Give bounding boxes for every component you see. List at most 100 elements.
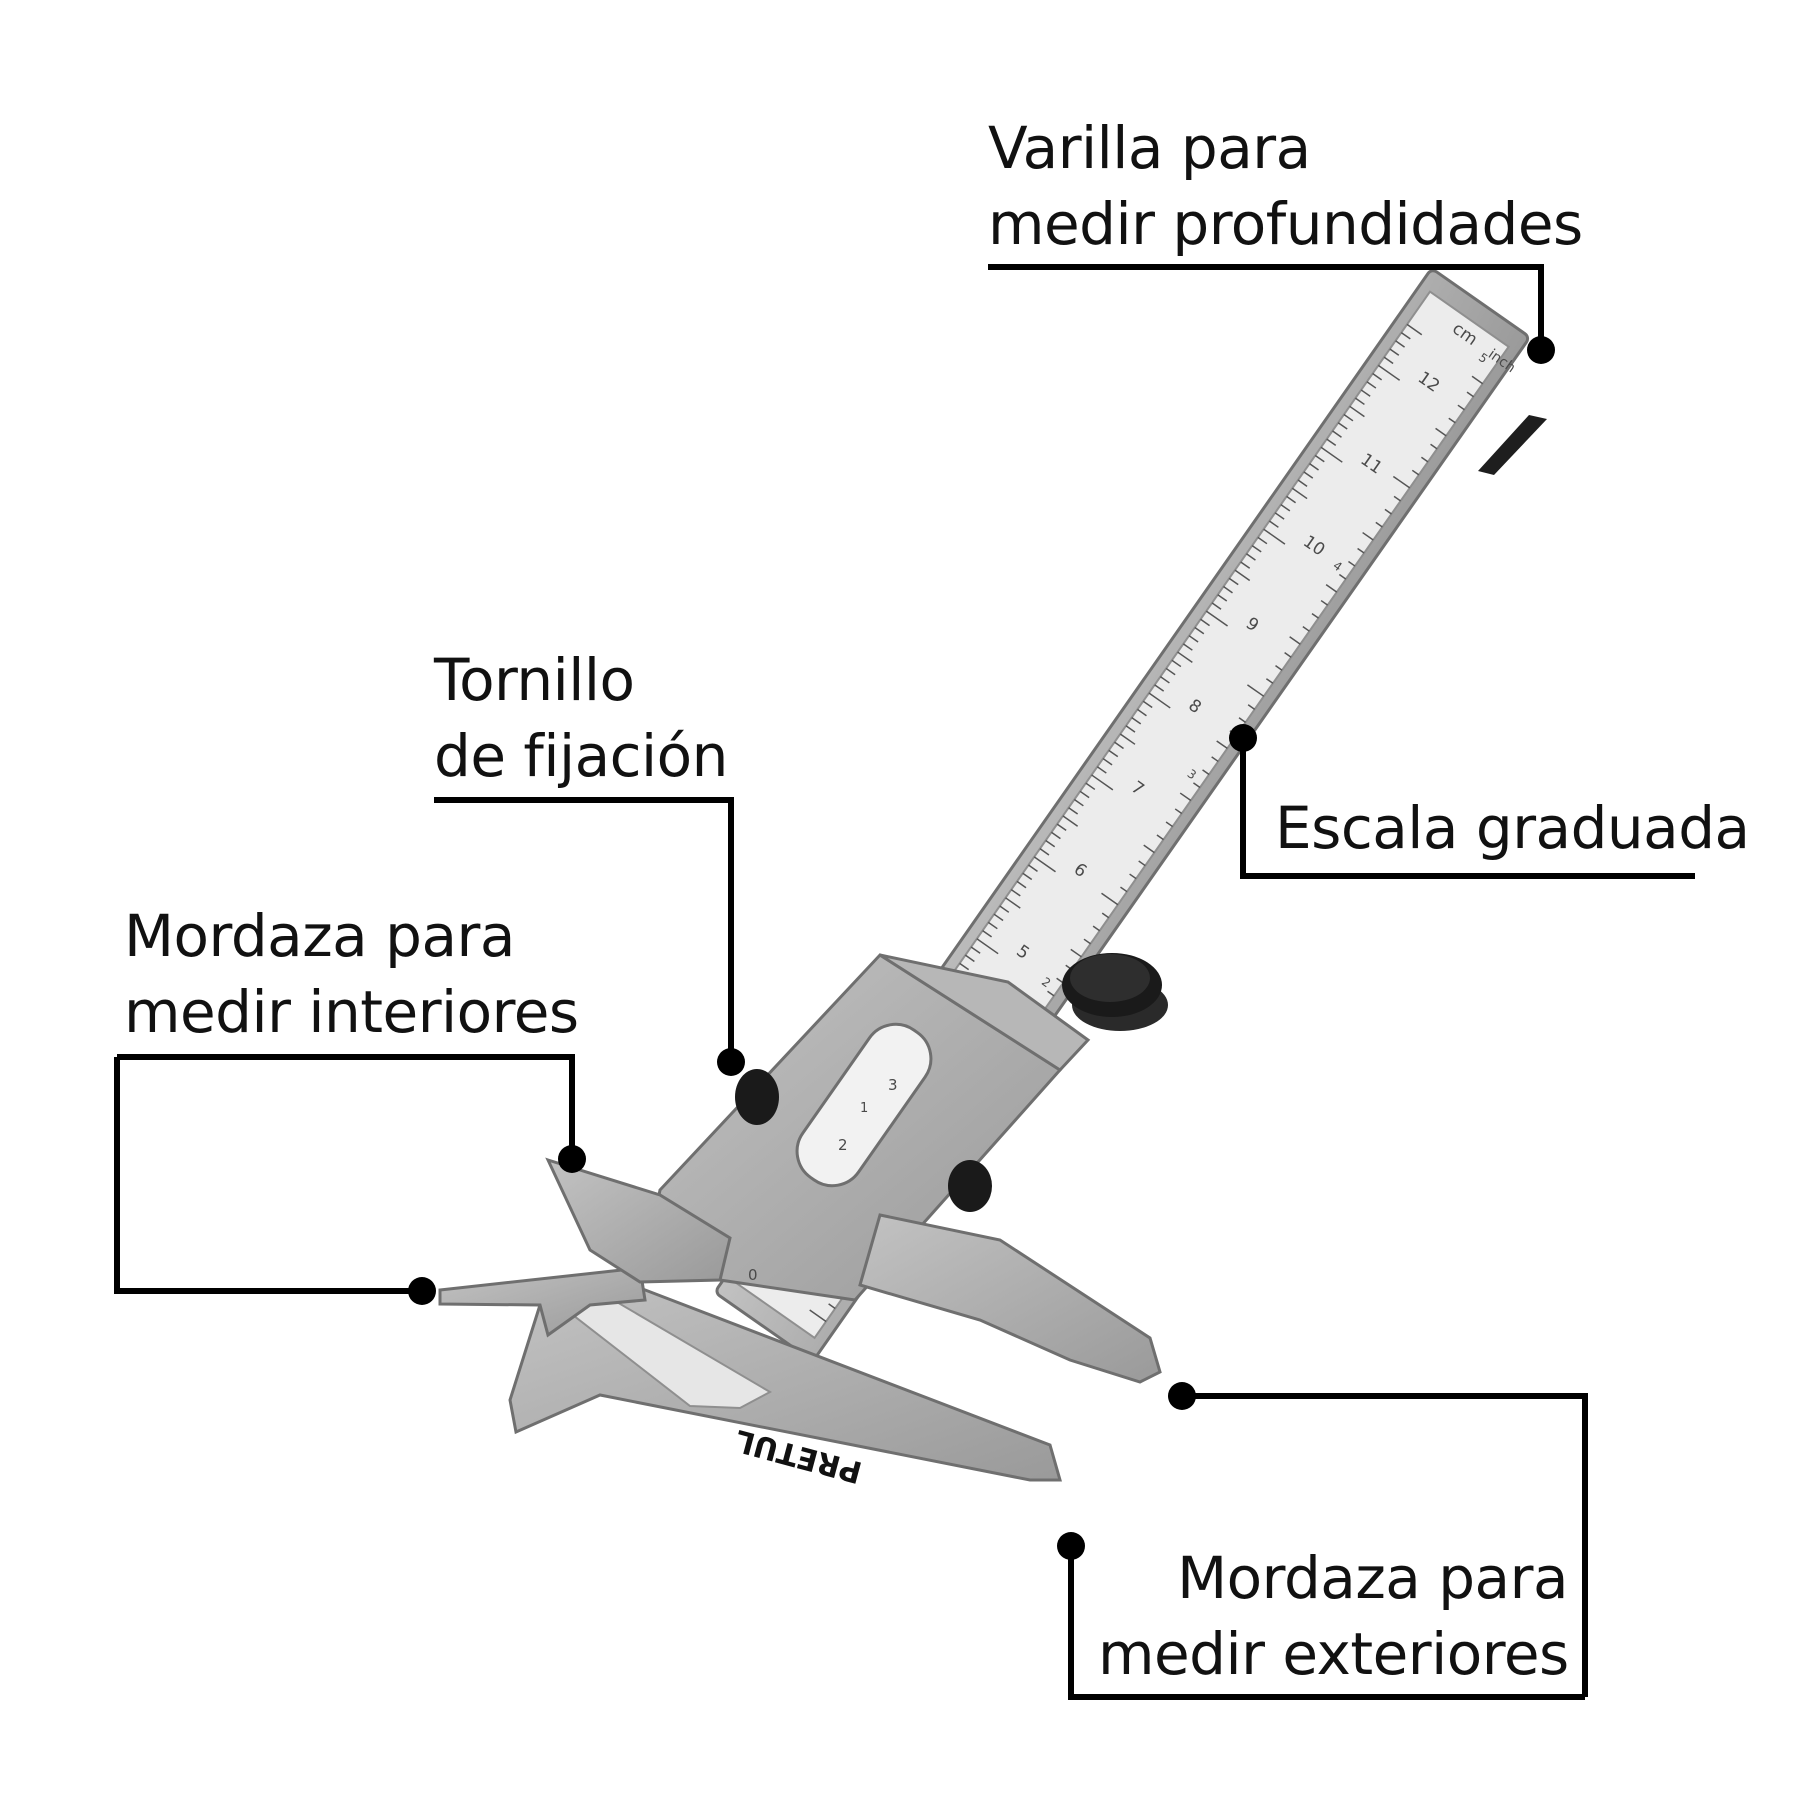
inch-tick (1092, 925, 1101, 932)
cm-tick (970, 946, 981, 954)
cm-tick (1142, 700, 1153, 709)
locking-screw-knob (735, 1069, 992, 1212)
cm-tick (1131, 716, 1142, 725)
cm-tick (1205, 610, 1229, 627)
cm-tick (1182, 643, 1193, 651)
cm-tick (1091, 774, 1114, 791)
cm-tick (1056, 823, 1067, 832)
inch-tick (1238, 717, 1247, 723)
inch-tick (1192, 782, 1201, 789)
inch-tick (1411, 469, 1420, 476)
dot-scale (1229, 724, 1257, 752)
cm-tick (1171, 659, 1182, 668)
inch-tick (1435, 427, 1447, 437)
label-outside-jaws: Mordaza para medir exteriores (1098, 1540, 1569, 1692)
inch-tick (1138, 860, 1146, 867)
inch-tick (1156, 834, 1164, 841)
inch-tick (1284, 652, 1292, 658)
inch-tick (1129, 873, 1137, 880)
inch-tick (1325, 584, 1338, 593)
inch-tick (1216, 740, 1228, 750)
leader-inside-jaws-lower (114, 1057, 422, 1294)
label-inside-jaws-line2: medir interiores (124, 978, 579, 1046)
inch-tick (1211, 756, 1219, 763)
cm-tick (1125, 725, 1136, 733)
cm-tick (1332, 430, 1342, 438)
leader-locking-screw (434, 797, 734, 1062)
inch-tick (1246, 684, 1265, 697)
inch-tick (1448, 417, 1456, 424)
inch-tick (1179, 792, 1192, 802)
dot-depth-rod (1527, 336, 1555, 364)
inch-tick (1362, 531, 1374, 541)
vernier-num-1: 1 (860, 1101, 868, 1116)
cm-tick (1360, 389, 1371, 397)
cm-tick (964, 954, 975, 963)
cm-tick (1303, 471, 1314, 479)
inch-tick (1289, 636, 1301, 645)
cm-tick (1383, 356, 1394, 365)
inch-tick (1311, 612, 1319, 619)
cm-tick (982, 929, 993, 938)
cm-tick (1119, 733, 1136, 745)
cm-tick (1263, 528, 1286, 545)
inch-tick (1457, 404, 1465, 411)
cm-tick (1314, 454, 1325, 463)
inch-tick (1320, 599, 1329, 606)
inch-tick (1348, 560, 1356, 567)
inch-tick (1247, 704, 1256, 710)
sliding-head: 0 1 2 3 (545, 953, 1162, 1384)
cm-tick (1274, 512, 1285, 520)
inch-tick (1143, 844, 1155, 854)
cm-tick (1194, 626, 1205, 635)
leader-depth-rod (988, 264, 1544, 350)
leader-dots (408, 336, 1555, 1560)
cm-tick (1286, 495, 1297, 504)
cm-tick (999, 905, 1010, 913)
label-locking-screw-line2: de fijación (434, 722, 728, 790)
cm-tick (1159, 676, 1170, 684)
label-outside-jaws-line2: medir exteriores (1098, 1620, 1569, 1688)
cm-tick (1154, 684, 1165, 692)
cm-tick (1039, 848, 1050, 856)
cm-tick (1188, 635, 1199, 643)
label-scale-line1: Escala graduada (1275, 794, 1750, 862)
inch-tick (1174, 808, 1183, 815)
inch-tick (1101, 892, 1119, 906)
cm-tick (1148, 692, 1171, 709)
leader-outside-jaws-fixed (1068, 1546, 1585, 1700)
inch-tick (1420, 456, 1429, 463)
cm-tick (1337, 422, 1348, 430)
cm-tick (1406, 323, 1423, 336)
cm-tick (1022, 872, 1033, 881)
label-inside-jaws-line1: Mordaza para (124, 902, 515, 970)
cm-tick (1005, 897, 1021, 909)
inch-tick (1338, 573, 1347, 580)
label-outside-jaws-line1: Mordaza para (1177, 1544, 1568, 1612)
inch-tick (1265, 678, 1274, 684)
inch-tick (1101, 912, 1110, 919)
cm-tick (1377, 364, 1401, 381)
leader-scale (1240, 738, 1695, 879)
cm-tick (1309, 463, 1319, 471)
cm-tick (1114, 741, 1124, 750)
cm-tick (1211, 602, 1222, 610)
inch-tick (1471, 375, 1484, 385)
cm-tick (1010, 889, 1021, 897)
dot-inside-jaws (558, 1145, 586, 1173)
depth-rod-shape (1478, 415, 1547, 475)
cm-tick (1085, 782, 1096, 791)
cm-tick (993, 913, 1004, 922)
inch-tick (828, 1303, 836, 1310)
cm-tick (976, 938, 999, 955)
cm-tick (1349, 405, 1365, 418)
cm-tick (1291, 487, 1308, 500)
leader-outside-jaws-moving (1182, 1393, 1588, 1697)
vernier-num-3: 3 (888, 1076, 898, 1094)
cm-tick (1033, 856, 1056, 873)
moving-inside-jaw (545, 1157, 732, 1284)
cm-tick (1050, 831, 1061, 840)
inch-tick (1357, 547, 1365, 554)
cm-tick (1280, 504, 1291, 512)
cm-tick (1028, 864, 1038, 872)
